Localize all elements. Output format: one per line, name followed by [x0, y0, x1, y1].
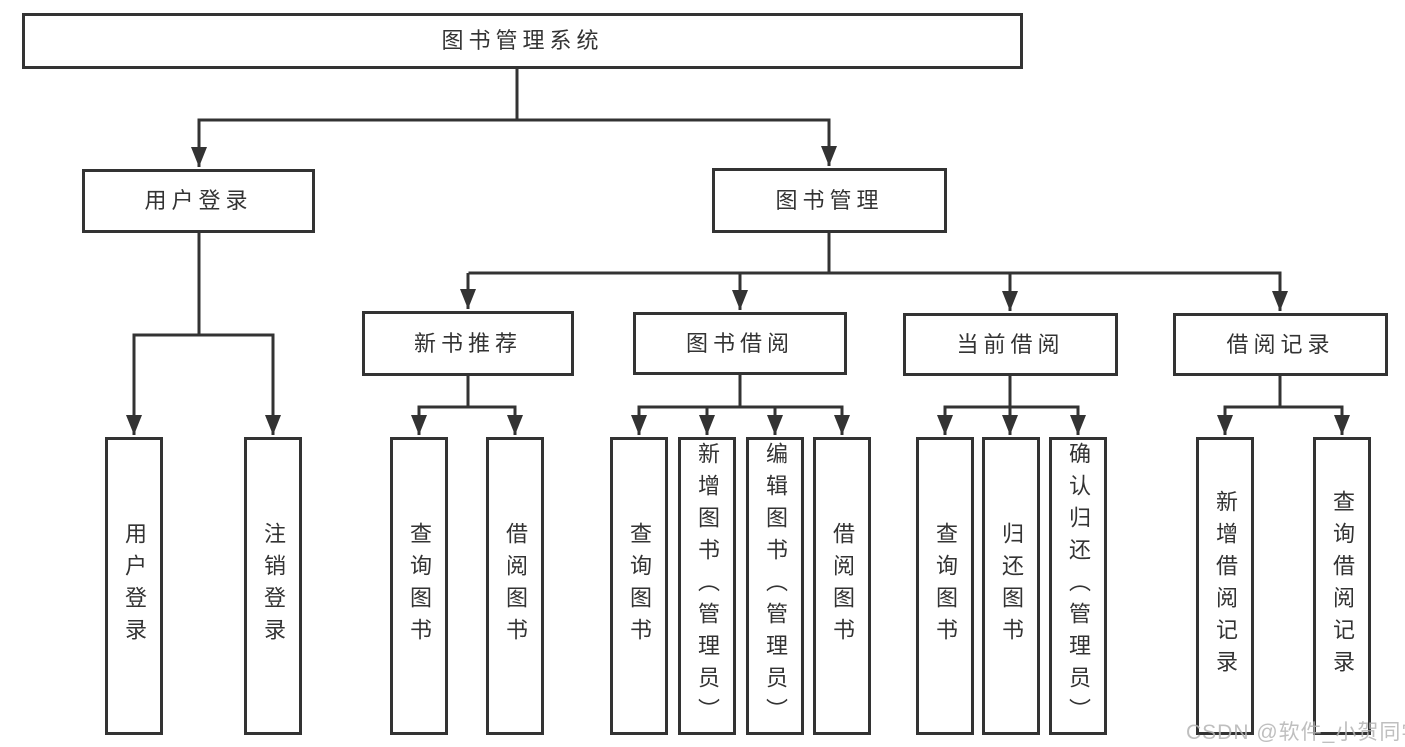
- node-book-management: 图书管理: [712, 168, 947, 233]
- leaf-return-books: 归还图书: [982, 437, 1040, 735]
- node-new-book-recommendation: 新书推荐: [362, 311, 574, 376]
- leaf-borrowing-borrow-books: 借阅图书: [813, 437, 871, 735]
- leaf-confirm-return-admin: 确认归还（管理员）: [1049, 437, 1107, 735]
- node-book-borrowing: 图书借阅: [633, 312, 847, 375]
- csdn-watermark: CSDN @软件_小贺同学: [1186, 721, 1405, 744]
- leaf-add-borrow-record: 新增借阅记录: [1196, 437, 1254, 735]
- leaf-borrowing-query-books: 查询图书: [610, 437, 668, 735]
- arrow-lines: [126, 120, 1350, 435]
- node-user-login: 用户登录: [82, 169, 315, 233]
- node-library-management-system: 图书管理系统: [22, 13, 1023, 69]
- leaf-current-query-books: 查询图书: [916, 437, 974, 735]
- leaf-query-borrow-record: 查询借阅记录: [1313, 437, 1371, 735]
- leaf-recommend-borrow-books: 借阅图书: [486, 437, 544, 735]
- leaf-edit-books-admin: 编辑图书（管理员）: [746, 437, 804, 735]
- leaf-logout: 注销登录: [244, 437, 302, 735]
- leaf-user-login: 用户登录: [105, 437, 163, 735]
- leaf-recommend-query-books: 查询图书: [390, 437, 448, 735]
- leaf-add-books-admin: 新增图书（管理员）: [678, 437, 736, 735]
- node-current-borrowing: 当前借阅: [903, 313, 1118, 376]
- branch-lines: [132, 67, 1344, 409]
- node-borrowing-records: 借阅记录: [1173, 313, 1388, 376]
